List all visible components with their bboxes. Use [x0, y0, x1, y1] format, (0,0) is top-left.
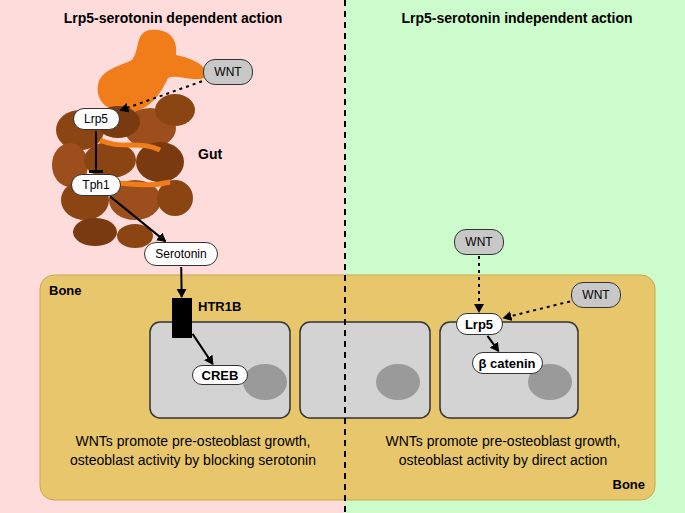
label-text: Lrp5-serotonin dependent action [8, 10, 338, 26]
node-text: Bone [49, 283, 82, 298]
arrow-line [120, 81, 202, 110]
node-text: Lrp5 [465, 317, 493, 332]
node-text: CREB [202, 368, 239, 383]
node-text: WNT [465, 235, 492, 249]
arrow-line [478, 256, 480, 312]
protein-pill: CREB [192, 365, 248, 385]
label-text: WNTs promote pre-osteoblast growth, oste… [58, 432, 328, 470]
node-text: Lrp5 [84, 112, 108, 126]
arrow-line [180, 267, 182, 297]
arrow-line [110, 197, 165, 242]
label-text: Lrp5-serotonin independent action [352, 10, 682, 26]
node-text: Tph1 [82, 178, 109, 192]
gut-illustration [52, 30, 206, 248]
protein-pill: Lrp5 [73, 108, 120, 130]
node-text: Bone [613, 477, 646, 492]
label-text: WNTs promote pre-osteoblast growth, oste… [372, 432, 634, 470]
node-text: WNT [214, 65, 241, 79]
wnt-ligand: WNT [454, 229, 504, 255]
divider-line [344, 0, 346, 513]
protein-pill: Lrp5 [456, 313, 503, 335]
arrow-line [193, 334, 213, 364]
label-text: Gut [198, 146, 238, 162]
arrow-line [503, 301, 570, 317]
wnt-ligand: WNT [203, 59, 253, 85]
protein-pill: β catenin [472, 352, 543, 374]
node-text: Serotonin [155, 247, 206, 261]
node-text: WNT [582, 288, 609, 302]
inhibition-line [95, 131, 97, 172]
cells [150, 322, 578, 418]
bone-panel-shape [40, 275, 655, 500]
node-text: HTR1B [198, 299, 241, 314]
node-text: β catenin [478, 356, 535, 371]
molecule-pill: Serotonin [144, 242, 218, 266]
protein-pill: Tph1 [71, 174, 121, 196]
receptor: HTR1B [172, 298, 192, 338]
arrow-line [487, 336, 498, 351]
wnt-ligand: WNT [571, 282, 621, 308]
